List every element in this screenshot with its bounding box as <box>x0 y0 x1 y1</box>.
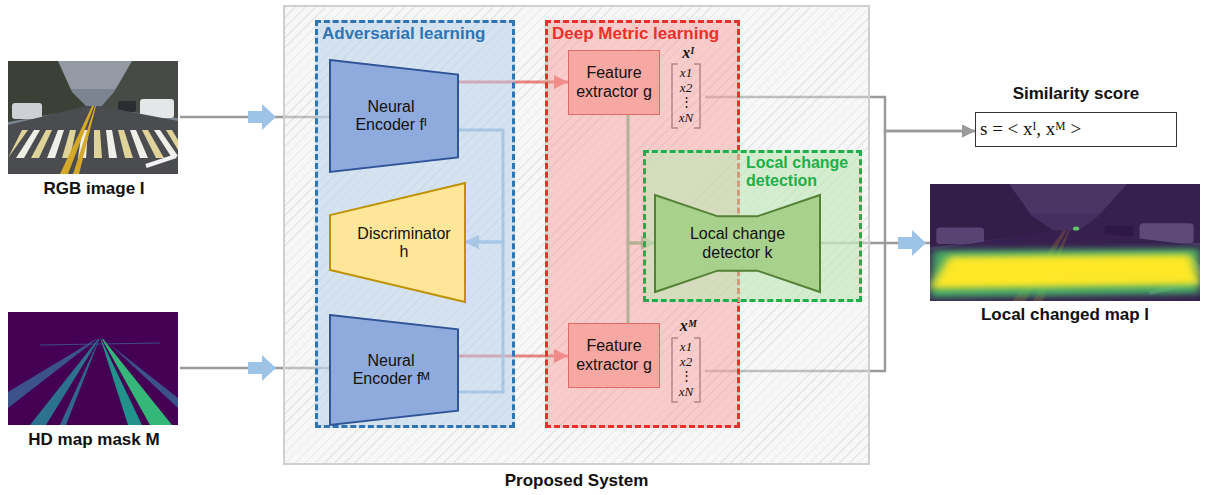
node-label: Local change detector k <box>686 225 790 262</box>
text-holder: xN <box>679 385 693 398</box>
outline-polygon <box>330 183 465 302</box>
node-body: s = < xᴵ, xᴹ > <box>975 112 1177 147</box>
drawing-part <box>8 61 178 174</box>
vector-label: x2 <box>680 355 692 368</box>
text-holder: Discriminator h <box>354 225 454 262</box>
node-label: Adversarial learning <box>322 24 485 44</box>
hd-map-mask <box>8 312 178 425</box>
text-holder: x2 <box>680 355 692 368</box>
vector-label: xN <box>679 111 693 124</box>
outline-polygon <box>330 60 458 172</box>
system-panel: Proposed System Adversarial learningNeura… <box>283 5 870 495</box>
text-holder: xᴹ <box>680 318 697 334</box>
detector-hourglass: Local change detector k <box>655 195 820 292</box>
drawing-part <box>930 184 1200 301</box>
vector-label: ⋮ <box>680 369 693 382</box>
discriminator-trapezoid: Discriminator h <box>330 183 465 302</box>
text-holder: Local change detector k <box>686 225 790 262</box>
node-label: Discriminator h <box>354 225 454 262</box>
node-label: Local change detection <box>746 154 860 191</box>
text-holder: Local changed map l <box>981 305 1149 325</box>
drawing-part <box>1073 226 1079 230</box>
outline-polygon <box>330 315 458 425</box>
drawing-part <box>930 248 1200 298</box>
text-holder: Neural Encoder fᴵ <box>341 98 441 135</box>
drawing-part <box>60 339 100 425</box>
text-holder: xᴵ <box>682 45 694 61</box>
drawing-part <box>930 254 1200 288</box>
text-holder: Feature extractor g <box>572 64 656 101</box>
text-holder: x2 <box>680 81 692 94</box>
vector-label: x1 <box>680 340 692 353</box>
text-holder: Similarity score <box>1013 84 1140 104</box>
node-label: Neural Encoder fᴹ <box>341 352 441 389</box>
node-label: Proposed System <box>505 471 649 491</box>
text-holder: x1 <box>680 66 692 79</box>
text-holder: Deep Metric learning <box>552 24 719 44</box>
text-holder: x1 <box>680 340 692 353</box>
text-holder: HD map mask M <box>28 430 159 450</box>
node-label: RGB image I <box>43 179 144 199</box>
output-image: Local changed map l <box>930 184 1200 326</box>
vector-label: ⋮ <box>680 95 693 108</box>
node-label: HD map mask M <box>28 430 159 450</box>
drawing-part <box>930 184 1200 301</box>
vector-label: xᴹ <box>680 318 697 334</box>
vector-label: xN <box>679 385 693 398</box>
node-label: Deep Metric learning <box>552 24 719 44</box>
text-holder: xN <box>679 111 693 124</box>
drawing-part <box>8 312 178 425</box>
node-label: Similarity score <box>1013 84 1140 104</box>
text-holder: Feature extractor g <box>572 337 656 374</box>
score-box: Similarity score s = < xᴵ, xᴹ > <box>975 84 1177 148</box>
rgb-photo <box>8 61 178 174</box>
text-holder: RGB image I <box>43 179 144 199</box>
group-box: Adversarial learningNeural Encoder fᴵ Dis… <box>315 20 515 428</box>
outline-shape <box>330 183 465 302</box>
drawing-part <box>30 339 99 425</box>
text-holder: s = < xᴵ, xᴹ > <box>975 112 1177 147</box>
vector-label: x1 <box>680 66 692 79</box>
group-box: Local change detectionLocal change detec… <box>643 150 862 302</box>
text-holder: ⋮ <box>680 95 693 108</box>
text-holder: Proposed System <box>505 471 649 491</box>
drawing-part <box>102 339 172 425</box>
drawing-part <box>40 343 160 345</box>
text-holder: Local change detection <box>746 154 860 191</box>
vector-label: x2 <box>680 81 692 94</box>
vector-label: xᴵ <box>682 45 694 61</box>
node-label: Local changed map l <box>981 305 1149 325</box>
change-map <box>930 184 1200 301</box>
text-holder: Adversarial learning <box>322 24 485 44</box>
encoder-trapezoid: Neural Encoder fᴵ <box>330 60 458 172</box>
node-label: Feature extractor g <box>572 64 656 101</box>
text-holder: ⋮ <box>680 369 693 382</box>
text-holder: Neural Encoder fᴹ <box>341 352 441 389</box>
encoder-trapezoid: Neural Encoder fᴹ <box>330 315 458 425</box>
drawing-part <box>103 339 178 408</box>
node-label: Neural Encoder fᴵ <box>341 98 441 135</box>
input-image: RGB image I <box>8 61 180 206</box>
input-image: HD map mask M <box>8 312 180 457</box>
outline-polygon <box>655 195 820 292</box>
node-label: Feature extractor g <box>572 337 656 374</box>
drawing-part <box>930 184 1200 301</box>
